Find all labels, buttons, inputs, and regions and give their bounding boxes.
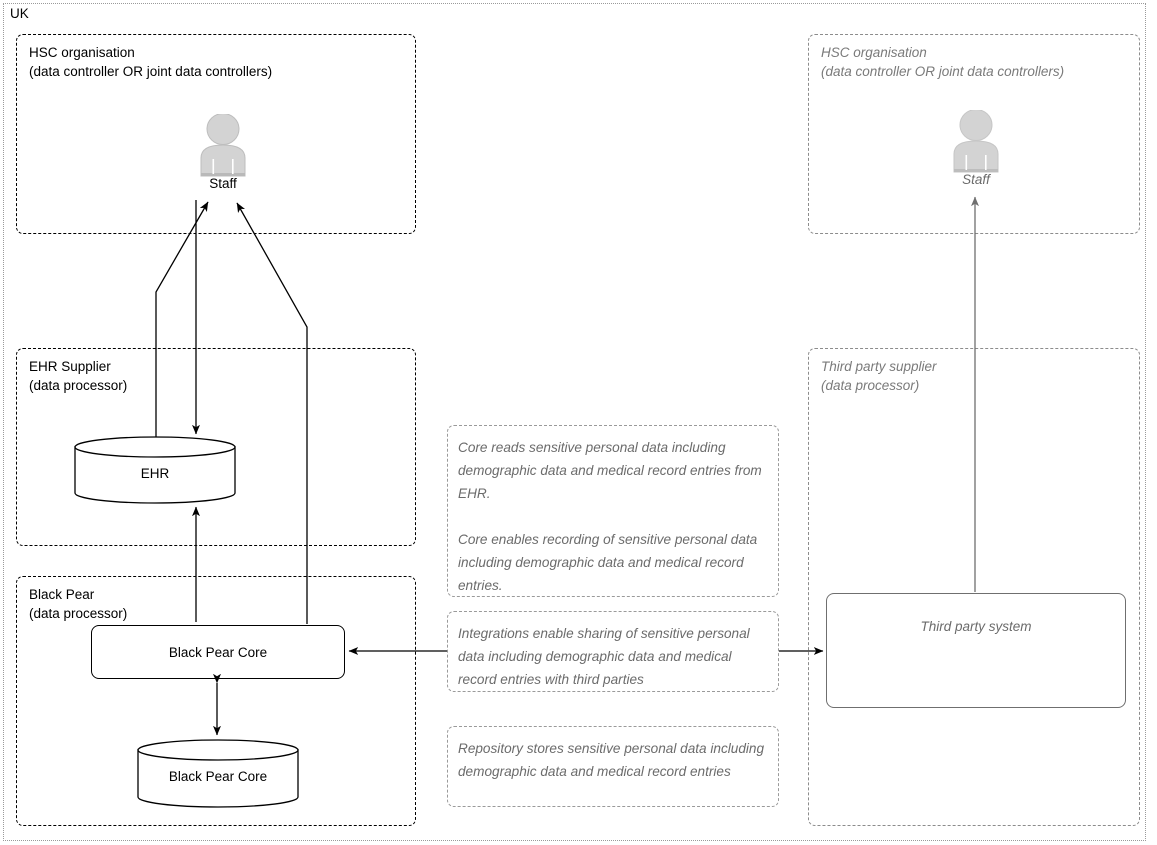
group-third-party-supplier-title: Third party supplier (data processor) xyxy=(821,359,937,393)
group-hsc-organisation-right-title: HSC organisation (data controller OR joi… xyxy=(821,45,1065,79)
uk-boundary xyxy=(3,3,1146,841)
actor-staff-left: Staff xyxy=(190,113,256,196)
actor-staff-right-label: Staff xyxy=(962,172,990,187)
process-third-party-system: Third party system xyxy=(826,593,1126,708)
group-hsc-organisation-left-title: HSC organisation (data controller OR joi… xyxy=(29,45,273,79)
note-core-reads-paragraph-2: Core enables recording of sensitive pers… xyxy=(458,532,758,593)
note-integrations-paragraph-1: Integrations enable sharing of sensitive… xyxy=(458,626,750,687)
uk-boundary-label: UK xyxy=(10,6,29,21)
person-icon xyxy=(200,113,246,177)
group-hsc-organisation-right: HSC organisation (data controller OR joi… xyxy=(808,34,1140,234)
group-hsc-organisation-left: HSC organisation (data controller OR joi… xyxy=(16,34,416,234)
note-repository-paragraph-1: Repository stores sensitive personal dat… xyxy=(458,741,765,779)
process-third-party-system-label: Third party system xyxy=(920,619,1032,634)
group-ehr-supplier-title: EHR Supplier (data processor) xyxy=(29,359,128,393)
note-repository: Repository stores sensitive personal dat… xyxy=(447,726,779,807)
datastore-ehr: EHR xyxy=(74,436,236,504)
process-black-pear-core: Black Pear Core xyxy=(91,625,345,679)
process-black-pear-core-label: Black Pear Core xyxy=(168,644,268,660)
note-core-reads: Core reads sensitive personal data inclu… xyxy=(447,425,779,597)
cylinder-shape xyxy=(137,739,299,808)
note-integrations: Integrations enable sharing of sensitive… xyxy=(447,611,779,692)
note-core-reads-paragraph-1: Core reads sensitive personal data inclu… xyxy=(458,440,762,501)
group-black-pear-title: Black Pear (data processor) xyxy=(29,587,128,621)
actor-staff-right: Staff xyxy=(943,109,1009,192)
person-icon xyxy=(953,109,999,173)
group-black-pear: Black Pear (data processor) xyxy=(16,576,416,826)
cylinder-shape xyxy=(74,436,236,504)
group-third-party-supplier: Third party supplier (data processor) xyxy=(808,348,1140,826)
actor-staff-left-label: Staff xyxy=(209,176,237,191)
group-ehr-supplier: EHR Supplier (data processor) xyxy=(16,348,416,546)
datastore-black-pear-core: Black Pear Core xyxy=(137,739,299,808)
